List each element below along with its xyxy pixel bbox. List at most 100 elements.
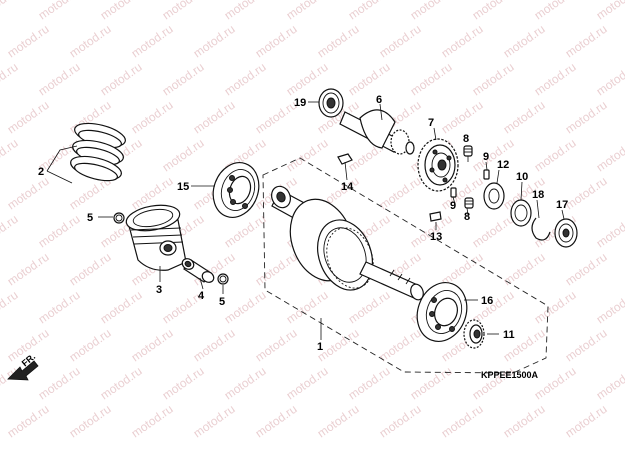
callout-8-lower: 8: [464, 211, 470, 223]
callout-1: 1: [317, 341, 323, 353]
watermark-text: motod.ru: [594, 212, 625, 251]
callout-14: 14: [341, 181, 354, 193]
watermark-text: motod.ru: [377, 402, 424, 441]
callout-8-upper: 8: [463, 133, 469, 145]
woodruff-key-13: [429, 211, 442, 222]
watermark-text: motod.ru: [160, 136, 207, 175]
watermark-text: motod.ru: [346, 60, 393, 99]
watermark-text: motod.ru: [346, 0, 393, 22]
callout-3: 3: [156, 284, 162, 296]
callout-13: 13: [430, 231, 442, 243]
callout-5-upper: 5: [87, 212, 93, 224]
watermark-text: motod.ru: [532, 288, 579, 327]
callout-19: 19: [294, 97, 306, 109]
woodruff-key-14: [337, 153, 353, 165]
watermark-text: motod.ru: [439, 22, 486, 61]
piston-rings: [70, 122, 126, 182]
watermark-text: motod.ru: [129, 326, 176, 365]
watermark-text: motod.ru: [0, 288, 21, 327]
watermark-text: motod.ru: [67, 326, 114, 365]
watermark-text: motod.ru: [284, 136, 331, 175]
watermark-text: motod.ru: [222, 60, 269, 99]
callout-9-upper: 9: [483, 151, 489, 163]
collar: [510, 199, 532, 227]
watermark-text: motod.ru: [470, 136, 517, 175]
front-direction-arrow: [7, 360, 39, 381]
watermark-text: motod.ru: [5, 402, 52, 441]
watermark-text: motod.ru: [594, 136, 625, 175]
bearing-right: [416, 282, 468, 342]
watermark-text: motod.ru: [532, 364, 579, 403]
watermark-text: motod.ru: [470, 212, 517, 251]
diagram-code: KPPEE1500A: [481, 370, 539, 380]
spring-upper: [463, 145, 473, 157]
watermark-text: motod.ru: [5, 98, 52, 137]
watermark-text: motod.ru: [563, 250, 610, 289]
watermark-text: motod.ru: [129, 402, 176, 441]
watermark-text: motod.ru: [315, 22, 362, 61]
callout-9-lower: 9: [450, 200, 456, 212]
leader-lines: [46, 101, 565, 340]
piston-pin-clip-upper: [113, 212, 125, 224]
watermark-text: motod.ru: [563, 402, 610, 441]
watermark-text: motod.ru: [408, 0, 455, 22]
bearing-small: [554, 218, 578, 248]
watermark-text: motod.ru: [36, 60, 83, 99]
piston-pin: [181, 258, 215, 283]
watermark-text: motod.ru: [160, 364, 207, 403]
watermark-text: motod.ru: [377, 22, 424, 61]
watermark-text: motod.ru: [0, 60, 21, 99]
watermark-text: motod.ru: [594, 364, 625, 403]
callout-10: 10: [516, 171, 528, 183]
watermark-text: motod.ru: [439, 98, 486, 137]
crankshaft: [271, 185, 424, 301]
watermark-text: motod.ru: [222, 288, 269, 327]
watermark-text: motod.ru: [191, 98, 238, 137]
watermark-text: motod.ru: [563, 174, 610, 213]
watermark-text: motod.ru: [594, 0, 625, 22]
watermark-text: motod.ru: [36, 364, 83, 403]
watermark-text: motod.ru: [253, 326, 300, 365]
callout-2: 2: [38, 166, 44, 178]
piston-pin-clip-lower: [217, 273, 229, 285]
watermark-text: motod.ru: [377, 326, 424, 365]
watermark-text: motod.ru: [253, 98, 300, 137]
watermark-text: motod.ru: [439, 402, 486, 441]
watermark-text: motod.ru: [532, 136, 579, 175]
watermark-text: motod.ru: [284, 288, 331, 327]
watermark-text: motod.ru: [346, 288, 393, 327]
watermark-text: motod.ru: [470, 0, 517, 22]
balancer-drive-gear: [417, 138, 459, 192]
watermark-text: motod.ru: [0, 136, 21, 175]
watermark-text: motod.ru: [0, 212, 21, 251]
watermark-text: motod.ru: [98, 288, 145, 327]
watermark-text: motod.ru: [315, 402, 362, 441]
watermark-text: motod.ru: [5, 250, 52, 289]
watermark-text: motod.ru: [532, 60, 579, 99]
watermark-text: motod.ru: [408, 364, 455, 403]
bearing-left: [212, 162, 260, 218]
callout-18: 18: [532, 189, 544, 201]
damper-pin-upper: [483, 169, 490, 180]
watermark-text: motod.ru: [5, 174, 52, 213]
watermark-text: motod.ru: [191, 326, 238, 365]
watermark-text: motod.ru: [160, 0, 207, 22]
crankshaft-assembly-box: [262, 157, 549, 374]
damper-pin-lower: [450, 187, 457, 198]
callout-15: 15: [177, 181, 189, 193]
watermark-text: motod.ru: [408, 60, 455, 99]
watermark-text: motod.ru: [0, 0, 21, 22]
watermark-text: motod.ru: [501, 402, 548, 441]
balancer-shaft: [339, 109, 415, 155]
watermark-text: motod.ru: [98, 364, 145, 403]
watermark-text: motod.ru: [377, 174, 424, 213]
watermark-text: motod.ru: [222, 0, 269, 22]
watermark-text: motod.ru: [67, 402, 114, 441]
watermark-text: motod.ru: [501, 250, 548, 289]
watermark-text: motod.ru: [563, 326, 610, 365]
circlip: [531, 217, 551, 241]
washer: [483, 182, 505, 210]
piston: [125, 204, 187, 271]
watermark-text: motod.ru: [594, 60, 625, 99]
